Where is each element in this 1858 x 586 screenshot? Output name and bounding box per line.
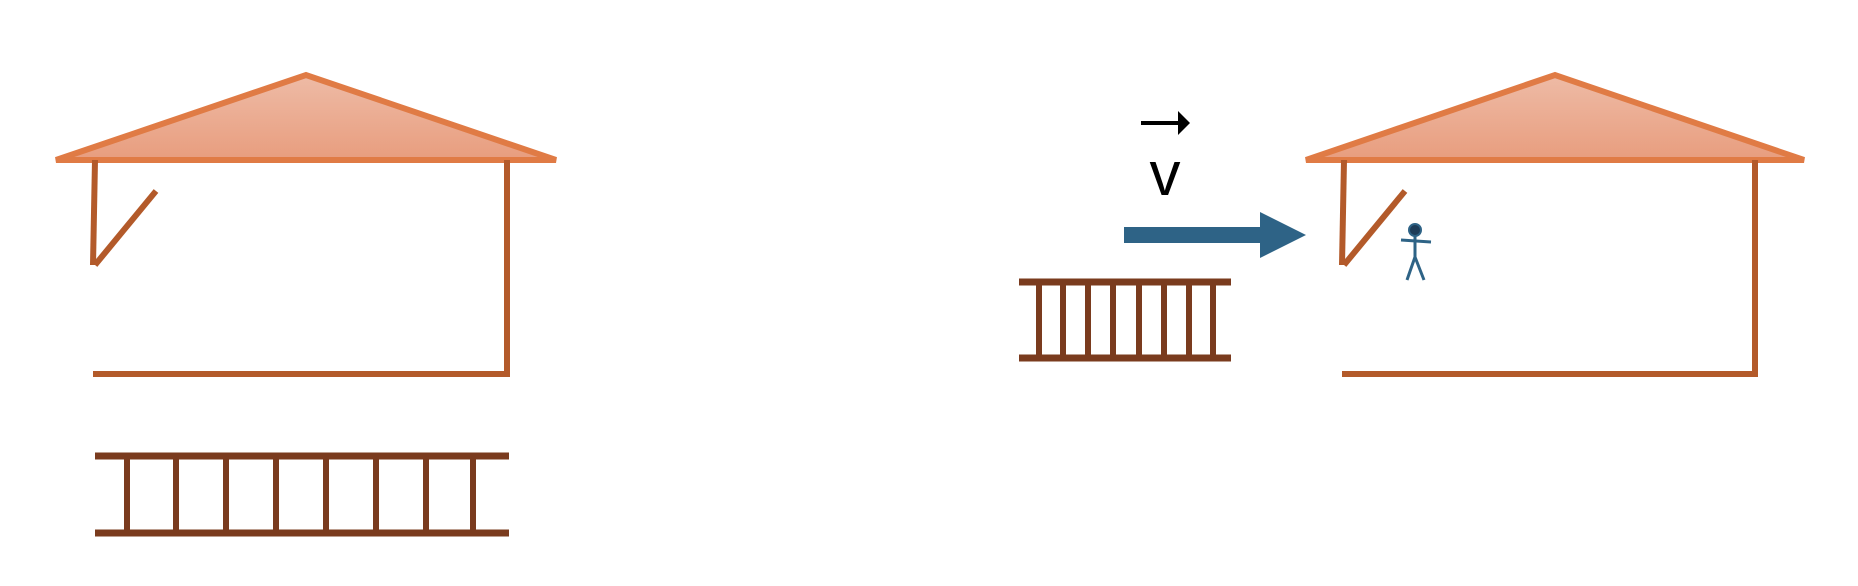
left-wall-left: [90, 159, 98, 266]
velocity-arrow: [1124, 212, 1306, 258]
right-scene: v: [1019, 71, 1805, 377]
right-door: [1341, 189, 1408, 267]
right-wall-left: [1339, 159, 1347, 266]
stick-figure-icon: [1400, 223, 1432, 281]
left-ladder: [95, 452, 509, 537]
left-roof: [55, 71, 557, 163]
vector-arrowhead: [1178, 111, 1190, 135]
right-house: [1305, 71, 1805, 377]
left-house: [55, 71, 557, 377]
velocity-label: v: [1141, 111, 1190, 209]
right-roof: [1305, 71, 1805, 163]
arrow-head: [1260, 212, 1306, 258]
left-scene: [55, 71, 557, 537]
velocity-symbol: v: [1150, 140, 1181, 209]
left-door: [92, 189, 159, 267]
right-ladder: [1019, 278, 1231, 362]
